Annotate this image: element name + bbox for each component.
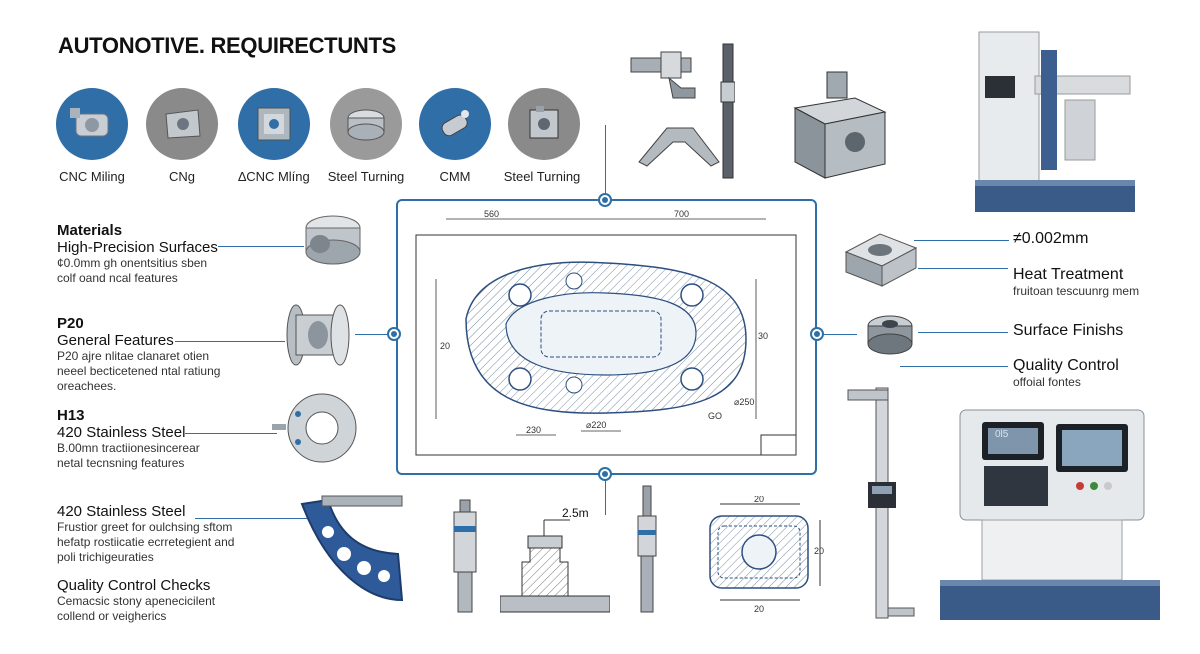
bushing-part-icon bbox=[305, 215, 361, 265]
cnc-controller-icon bbox=[940, 409, 1160, 620]
h13-block: H13 420 Stainless Steel B.00mn tractiion… bbox=[57, 407, 200, 471]
quality-control-heading: Quality Control bbox=[1013, 357, 1119, 374]
connector-line bbox=[355, 334, 396, 335]
dim-label: 30 bbox=[758, 331, 768, 341]
leader-line bbox=[175, 341, 285, 342]
heat-treatment-block: Heat Treatment fruitoan tescuunrg mem bbox=[1013, 266, 1139, 299]
heat-treatment-desc: fruitoan tescuunrg mem bbox=[1013, 284, 1140, 298]
vernier-caliper-icon bbox=[847, 387, 915, 619]
turned-part-icon bbox=[508, 88, 580, 160]
qc-checks-heading: Quality Control Checks bbox=[57, 577, 211, 594]
materials-desc-2: colf oand ncal features bbox=[57, 271, 178, 285]
stainless-heading: 420 Stainless Steel bbox=[57, 503, 186, 520]
p20-desc-3: oreachees. bbox=[57, 379, 117, 393]
connector-line bbox=[817, 334, 857, 335]
measuring-machine-icon bbox=[975, 31, 1135, 212]
surface-finish-label: Surface Finishs bbox=[1013, 322, 1124, 339]
leader-line bbox=[900, 366, 1008, 367]
stainless-desc-3: poli trichigeuraties bbox=[57, 550, 154, 564]
heat-treatment-heading: Heat Treatment bbox=[1013, 266, 1124, 283]
leader-line bbox=[218, 246, 304, 247]
dim-label: ⌀250 bbox=[734, 397, 754, 407]
process-item-turned-part bbox=[508, 88, 580, 160]
flange-part-icon bbox=[272, 393, 357, 463]
process-item-cnc-block bbox=[238, 88, 310, 160]
pulley-part-icon bbox=[286, 304, 350, 366]
h13-subheading: 420 Stainless Steel bbox=[57, 424, 186, 441]
leader-line bbox=[918, 268, 1008, 269]
process-label: Steel Turning bbox=[327, 169, 405, 184]
stainless-desc-2: hefatp rostiicatie ecrretegient and bbox=[57, 535, 235, 549]
steel-turning-icon bbox=[330, 88, 402, 160]
cmm-probe-icon bbox=[419, 88, 491, 160]
p20-subheading: General Features bbox=[57, 332, 174, 349]
materials-desc-1: ¢0.0mm gh onentsitius sben bbox=[57, 256, 208, 270]
connector-node bbox=[387, 327, 401, 341]
quality-control-block: Quality Control offoial fontes bbox=[1013, 357, 1119, 390]
process-label: Steel Turning bbox=[503, 169, 581, 184]
qc-checks-block: Quality Control Checks Cemacsic stony ap… bbox=[57, 577, 215, 624]
bearing-part-icon bbox=[867, 315, 913, 355]
dim-label: 230 bbox=[526, 425, 541, 435]
qc-checks-desc-1: Cemacsic stony apenecicilent bbox=[57, 594, 216, 608]
h13-desc-1: B.00mn tractiionesincerear bbox=[57, 441, 200, 455]
leader-line bbox=[914, 240, 1009, 241]
connector-node bbox=[810, 327, 824, 341]
dim-label: 700 bbox=[674, 209, 689, 219]
process-label: CMM bbox=[439, 169, 471, 184]
cnc-milling-icon bbox=[56, 88, 128, 160]
connector-line bbox=[605, 125, 606, 199]
stainless-desc-1: Frustior greet for oulchsing sftom bbox=[57, 520, 233, 534]
cross-section-drawing: 20 20 20 bbox=[709, 496, 824, 614]
materials-heading: Materials bbox=[57, 222, 123, 239]
cnc-block-icon bbox=[238, 88, 310, 160]
blueprint-drawing: 560 700 20 30 230 ⌀220 GO ⌀250 bbox=[415, 209, 797, 456]
dim-label: GO bbox=[708, 411, 722, 421]
p20-block: P20 General Features P20 ajre nlitae cla… bbox=[57, 315, 220, 394]
clamp-part-icon bbox=[844, 233, 918, 287]
p20-desc-2: neeel becticetened ntal ratiung bbox=[57, 364, 221, 378]
process-item-cng bbox=[146, 88, 218, 160]
cnc-part-icon bbox=[146, 88, 218, 160]
leader-line bbox=[195, 518, 310, 519]
pin-gauge-icon bbox=[453, 499, 477, 613]
materials-subheading: High-Precision Surfaces bbox=[57, 239, 218, 256]
p20-heading: P20 bbox=[57, 315, 84, 332]
tolerance-label: ≠0.002mm bbox=[1013, 230, 1089, 247]
process-item-cmm bbox=[419, 88, 491, 160]
dim-label: 20 bbox=[754, 604, 764, 614]
process-label: ∆CNC Mlíng bbox=[238, 169, 310, 184]
leader-line bbox=[185, 433, 277, 434]
dim-label: 560 bbox=[484, 209, 499, 219]
dim-label: 20 bbox=[814, 546, 824, 556]
shaft-gauge-icon bbox=[637, 485, 657, 613]
p20-desc-1: P20 ajre nlitae clanaret otien bbox=[57, 349, 210, 363]
quality-control-desc: offoial fontes bbox=[1013, 375, 1081, 389]
micrometer-frame-icon bbox=[300, 495, 404, 602]
h13-heading: H13 bbox=[57, 407, 85, 424]
callout-label: 2.5m bbox=[562, 506, 589, 520]
process-label: CNC Miling bbox=[59, 169, 125, 184]
qc-checks-desc-2: collend or veigherics bbox=[57, 609, 167, 623]
caliper-tools-icon bbox=[630, 43, 735, 179]
leader-line bbox=[918, 332, 1008, 333]
connector-node bbox=[598, 193, 612, 207]
screen-readout: 0l5 bbox=[995, 429, 1009, 440]
page-title: AUTONOTIVE. REQUIRECTUNTS bbox=[58, 33, 397, 58]
dim-label: 20 bbox=[440, 341, 450, 351]
materials-block: Materials High-Precision Surfaces ¢0.0mm… bbox=[57, 222, 218, 286]
process-item-cnc-milling bbox=[56, 88, 128, 160]
process-label: CNg bbox=[168, 169, 195, 184]
stainless-block: 420 Stainless Steel Frustior greet for o… bbox=[57, 503, 234, 565]
h13-desc-2: netal tecnsning features bbox=[57, 456, 185, 470]
dim-label: ⌀220 bbox=[586, 420, 606, 430]
connector-line bbox=[605, 475, 606, 515]
section-drawing-icon bbox=[500, 519, 610, 613]
fixture-block-icon bbox=[793, 71, 887, 179]
dim-label: 20 bbox=[754, 496, 764, 504]
connector-node bbox=[598, 467, 612, 481]
process-item-steel-turning bbox=[330, 88, 402, 160]
